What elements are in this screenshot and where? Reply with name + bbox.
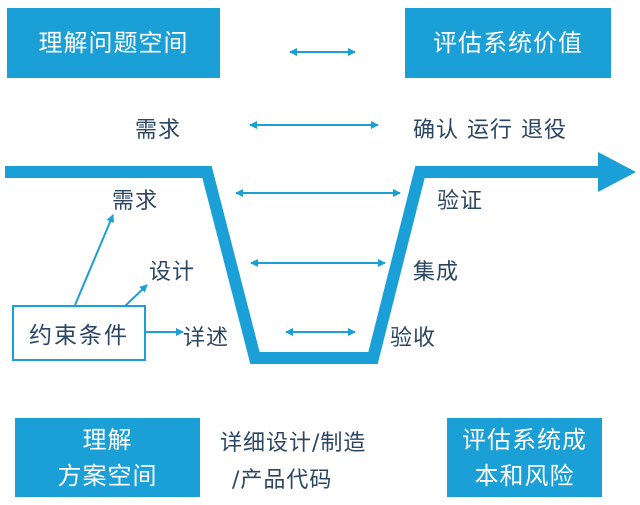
box-evaluate-cost-risk: 评估系统成 本和风险 (447, 418, 602, 497)
label-integrate: 集成 (413, 260, 460, 285)
label-validate-operate-retire: 确认 运行 退役 (413, 118, 567, 143)
label-detail: 详述 (183, 326, 230, 351)
label-requirements: 需求 (112, 189, 159, 214)
box-understand-solution-space: 理解 方案空间 (15, 418, 200, 497)
label-top-requirements: 需求 (135, 118, 182, 143)
label-verify: 验证 (437, 189, 484, 214)
label-product-code: /产品代码 (232, 468, 333, 493)
box-line: 方案空间 (57, 461, 158, 490)
arrow-to-requirements (74, 214, 114, 306)
v-arrow-head (598, 152, 636, 192)
label-design: 设计 (149, 260, 196, 285)
box-evaluate-system-value: 评估系统价值 (405, 8, 611, 78)
label-accept: 验收 (390, 326, 437, 351)
constraints-box: 约束条件 (12, 305, 146, 361)
box-line: 评估系统成 (462, 425, 587, 454)
box-line: 理解 (82, 425, 133, 454)
arrow-to-design (122, 284, 148, 309)
box-line: 本和风险 (474, 461, 575, 490)
v-process-line (5, 166, 600, 364)
box-understand-problem-space: 理解问题空间 (7, 8, 220, 78)
label-detail-design-manufacture: 详细设计/制造 (220, 431, 367, 456)
